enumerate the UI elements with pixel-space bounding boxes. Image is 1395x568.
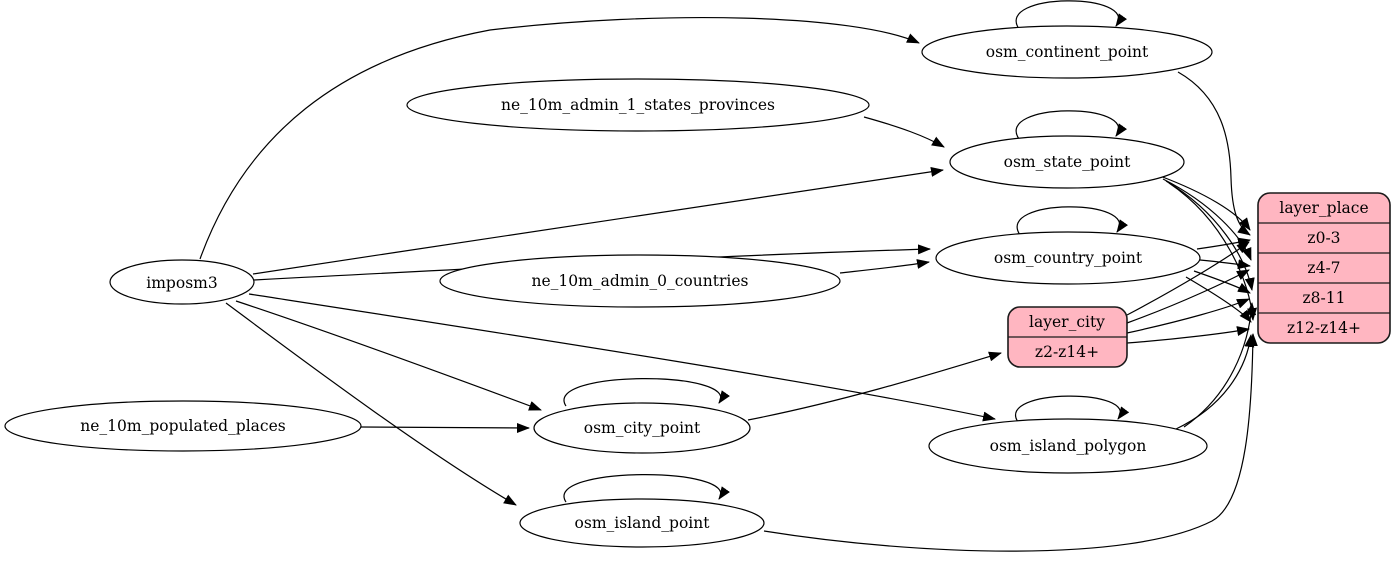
edge-osm-country-point-z12-z14 [1185,276,1252,323]
node-osm-country-point: osm_country_point [935,231,1201,285]
imposm3-shape [109,259,255,305]
osm-state-point-label: osm_state_point [1004,153,1132,171]
ne-countries-shape [439,254,841,308]
edge-layer-city-z4-7 [1126,269,1250,324]
edge-ne-states-provinces-osm-state-point [863,116,945,148]
osm-country-point-label: osm_country_point [994,249,1143,267]
layer-place-title: layer_place [1279,199,1368,217]
edge-imposm3-osm-state-point [252,166,944,275]
osm-island-point-shape [519,498,765,548]
edge-osm-country-point-z4-7 [1199,259,1251,270]
selfloop-osm-country-point [1016,206,1128,236]
edge-ne-countries-osm-country-point [839,259,930,274]
edge-layer-city-z8-11 [1126,298,1250,334]
node-ne-10m-admin-0-countries: ne_10m_admin_0_countries [439,254,841,308]
edge-imposm3-osm-continent-point [199,16,920,260]
record-layer-place: layer_place z0-3 z4-7 z8-11 z12-z14+ [1257,192,1391,344]
edge-imposm3-osm-island-point [225,302,517,506]
selfloop-osm-island-polygon [1014,395,1130,423]
edge-imposm3-osm-city-point [235,300,542,411]
imposm3-label: imposm3 [146,274,217,292]
edge-osm-state-point-z0-3 [1159,175,1251,231]
osm-island-polygon-shape [928,418,1208,474]
edge-osm-island-point-z12-z14 [763,333,1258,552]
layer-place-row-z12-z14: z12-z14+ [1287,319,1361,337]
node-osm-city-point: osm_city_point [533,402,751,454]
edge-ne-populated-places-osm-city-point [360,422,530,433]
layer-city-row-z2-z14: z2-z14+ [1035,343,1099,361]
osm-city-point-label: osm_city_point [584,419,701,437]
edge-layer-city-z12-z14 [1126,326,1250,344]
edge-imposm3-osm-island-polygon [248,293,996,422]
ne-states-shape [406,78,870,132]
node-ne-10m-populated-places: ne_10m_populated_places [4,400,362,452]
record-layer-city: layer_city z2-z14+ [1007,306,1128,368]
layer-place-row-z0-3: z0-3 [1307,229,1340,247]
ne-populated-places-label: ne_10m_populated_places [80,417,285,435]
edge-layer-city-z0-3 [1126,241,1250,316]
node-osm-island-point: osm_island_point [519,498,765,548]
edges [199,0,1258,552]
osm-city-point-shape [533,402,751,454]
ne-states-label: ne_10m_admin_1_states_provinces [501,96,775,114]
osm-country-point-shape [935,231,1201,285]
selfloop-osm-island-point [563,474,730,503]
node-osm-continent-point: osm_continent_point [921,25,1213,79]
node-osm-island-polygon: osm_island_polygon [928,418,1208,474]
osm-island-point-label: osm_island_point [575,514,711,532]
node-osm-state-point: osm_state_point [949,135,1185,189]
layer-place-row-z8-11: z8-11 [1303,289,1346,307]
ne-countries-label: ne_10m_admin_0_countries [532,272,749,290]
edge-osm-country-point-z8-11 [1193,270,1251,294]
layer-place-row-z4-7: z4-7 [1307,259,1340,277]
edge-osm-island-polygon-z12-z14 [1175,334,1255,430]
selfloop-osm-continent-point [1015,0,1127,30]
osm-continent-point-label: osm_continent_point [986,43,1149,61]
layer-city-title: layer_city [1029,313,1105,331]
edge-osm-country-point-z0-3 [1196,237,1251,250]
osm-continent-point-shape [921,25,1213,79]
edge-osm-continent-point-z0-3 [1177,71,1251,236]
node-imposm3: imposm3 [109,259,255,305]
osm-state-point-shape [949,135,1185,189]
edge-osm-city-point-layer-city [747,351,1002,421]
layer-place-box [1257,192,1391,344]
ne-populated-places-shape [4,400,362,452]
selfloop-osm-city-point [563,378,730,407]
osm-island-polygon-label: osm_island_polygon [990,437,1147,455]
selfloop-osm-state-point [1015,110,1127,140]
node-ne-10m-admin-1-states-provinces: ne_10m_admin_1_states_provinces [406,78,870,132]
